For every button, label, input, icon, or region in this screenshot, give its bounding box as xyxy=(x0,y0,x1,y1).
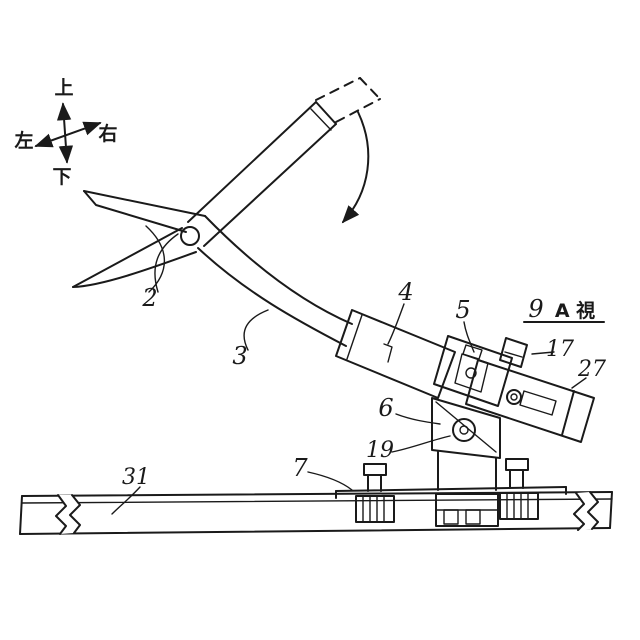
ref-label-2: 2 xyxy=(141,284,157,312)
right-bolt-anchor xyxy=(499,492,539,520)
leader-17 xyxy=(531,351,555,355)
ref-label-5: 5 xyxy=(455,296,470,324)
leader-5 xyxy=(463,321,475,353)
leader-7 xyxy=(307,471,353,491)
leader-27 xyxy=(571,377,587,389)
reference-numerals: 2 3 4 5 6 7 17 19 27 31 9 A 視 xyxy=(122,278,606,490)
slide-block xyxy=(433,335,513,407)
right-bolt-head xyxy=(505,458,529,471)
leader-6 xyxy=(395,413,441,425)
leader-19 xyxy=(391,435,451,453)
view-marker-label: A 視 xyxy=(555,299,595,322)
center-block xyxy=(435,493,499,527)
direction-compass: 上 下 左 右 xyxy=(14,77,117,188)
pivot-rivet-circle xyxy=(180,226,200,246)
stopper-piece xyxy=(499,337,528,368)
ref-label-31: 31 xyxy=(122,465,150,490)
left-bolt-anchor xyxy=(355,495,395,523)
bolt-slot xyxy=(519,390,557,416)
leader-2 xyxy=(154,233,179,293)
base-bar xyxy=(19,491,613,535)
sleeve-slot xyxy=(383,343,393,363)
compass-right-label: 右 xyxy=(97,122,117,145)
view-marker-ref: 9 xyxy=(528,295,543,323)
cylinder-body xyxy=(465,359,595,443)
pivot-pin-circle xyxy=(452,418,476,442)
handle-phantom-position xyxy=(315,77,381,123)
pivot-bracket xyxy=(431,397,501,491)
ref-label-4: 4 xyxy=(397,278,413,306)
ref-label-3: 3 xyxy=(232,342,247,370)
compass-down-label: 下 xyxy=(52,166,71,188)
left-bolt-head xyxy=(363,463,387,476)
ref-label-19: 19 xyxy=(366,438,394,463)
compass-up-label: 上 xyxy=(54,77,73,99)
ref-label-17: 17 xyxy=(546,337,574,362)
adjust-bolt-circle xyxy=(506,389,522,405)
ref-label-7: 7 xyxy=(292,454,308,482)
compass-left-label: 左 xyxy=(14,129,33,152)
right-break-mark xyxy=(573,492,585,531)
blade-curve xyxy=(145,225,166,293)
left-break-mark xyxy=(55,494,67,535)
clamp-sleeve xyxy=(335,309,456,399)
leader-31 xyxy=(111,486,141,515)
snips-tool xyxy=(72,101,353,347)
leader-3 xyxy=(243,309,269,351)
ref-label-27: 27 xyxy=(577,357,606,382)
leader-4 xyxy=(387,303,405,345)
ref-label-6: 6 xyxy=(378,394,393,422)
rotation-arrow xyxy=(341,111,370,224)
leader-lines xyxy=(111,233,605,515)
